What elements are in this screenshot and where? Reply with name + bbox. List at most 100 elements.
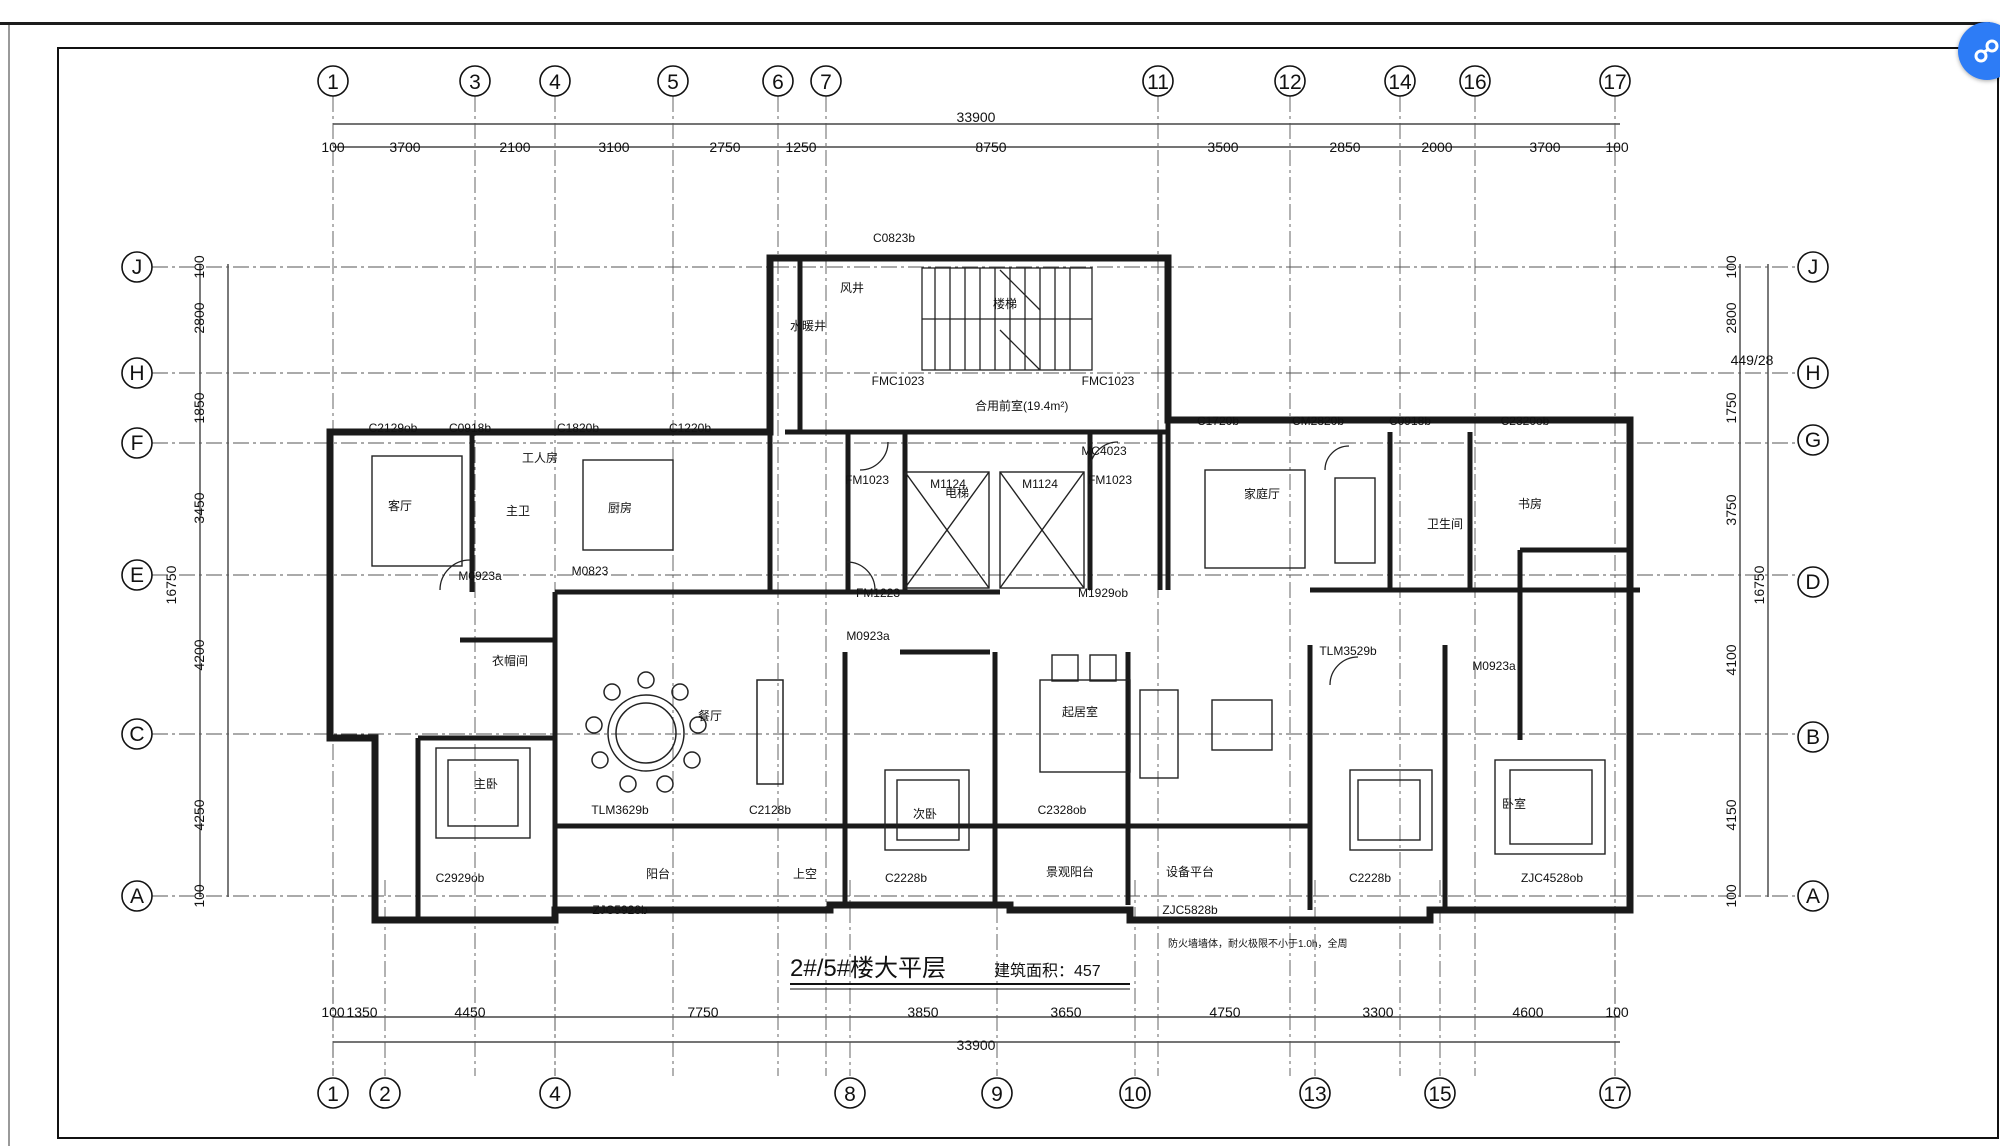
room-label: 设备平台: [1166, 864, 1214, 879]
axis-bubble-left: [121, 559, 153, 591]
dim-top-segment: 3700: [1529, 139, 1560, 155]
axis-bubble-left: [121, 427, 153, 459]
room-label: 卧室: [1502, 796, 1526, 811]
dim-bottom-segment: 3850: [907, 1004, 938, 1020]
axis-label-right: A: [1806, 885, 1820, 908]
axis-bubble-bottom: [981, 1077, 1013, 1109]
room-label: 衣帽间: [492, 653, 528, 668]
axis-label-top: 11: [1147, 71, 1169, 94]
dim-left-segment: 2800: [191, 302, 207, 333]
axis-bubble-bottom: [1424, 1077, 1456, 1109]
axis-bubble-bottom: [539, 1077, 571, 1109]
axis-label-bottom: 15: [1428, 1083, 1451, 1106]
stair-treads: [921, 267, 1093, 371]
opening-code-label: FMC1023: [872, 374, 925, 388]
dim-right-segment: 3750: [1723, 494, 1739, 525]
axis-label-top: 4: [549, 71, 561, 94]
room-label: 厨房: [608, 500, 632, 515]
axis-bubble-right: [1797, 566, 1829, 598]
dim-bottom-segment: 100: [321, 1004, 345, 1020]
dim-left-segment: 100: [191, 255, 207, 279]
axis-bubble-top: [1274, 65, 1306, 97]
opening-code-label: C2929ob: [436, 871, 485, 885]
dim-right-segment: 4150: [1723, 799, 1739, 830]
axis-label-right: B: [1806, 726, 1820, 749]
axis-bubble-left: [121, 357, 153, 389]
room-label: 主卧: [474, 777, 498, 791]
opening-code-label: ZJC5928b: [592, 903, 648, 917]
dim-right-segment: 100: [1723, 255, 1739, 279]
axis-bubble-bottom: [834, 1077, 866, 1109]
horizontal-grid-lines: [152, 266, 1798, 897]
opening-code-label: C2328ob: [1038, 803, 1087, 817]
opening-code-label: M1124: [1022, 477, 1058, 491]
room-label: 景观阳台: [1046, 864, 1094, 879]
opening-code-label: C1820b: [557, 421, 599, 435]
opening-code-label: M0823: [572, 564, 609, 578]
drawing-title: 2#/5#楼大平层: [790, 955, 946, 982]
axis-bubble-left: [121, 718, 153, 750]
opening-code-label: C2320ob: [1501, 414, 1550, 428]
dim-top-segment: 3500: [1207, 139, 1238, 155]
opening-code-label: C0918b: [449, 421, 491, 435]
room-label: 主卫: [506, 504, 530, 518]
viewer-top-border: [0, 22, 1990, 25]
opening-code-label: C2228b: [885, 871, 927, 885]
opening-code-label: M1124: [930, 477, 966, 491]
vertical-grid-lines: [332, 96, 1616, 1076]
axis-label-top: 6: [772, 71, 784, 94]
elevator-lobby-label: 合用前室(19.4m²): [975, 398, 1068, 413]
axis-bubble-top: [762, 65, 794, 97]
axis-bubble-top: [1142, 65, 1174, 97]
axis-bubble-right: [1797, 721, 1829, 753]
elevator-cars: [904, 471, 1085, 589]
dim-right-segment: 100: [1723, 884, 1739, 908]
axis-label-left: J: [132, 256, 143, 279]
floating-assist-button[interactable]: [1958, 22, 2000, 80]
opening-code-label: C2128b: [749, 803, 791, 817]
dim-top-segment: 2100: [499, 139, 530, 155]
dim-left-segment: 4200: [191, 639, 207, 670]
room-labels: 客厅主卫主卧次卧卧室餐厅厨房起居室阳台电梯楼梯家庭厅衣帽间景观阳台卫生间设备平台…: [388, 281, 1542, 881]
axis-label-right: D: [1805, 571, 1820, 594]
room-label: 餐厅: [698, 708, 722, 723]
opening-code-label: C0823b: [873, 231, 915, 245]
viewer-left-border: [8, 25, 10, 1146]
opening-code-label: ZJC4528ob: [1521, 871, 1583, 885]
room-label: 次卧: [913, 807, 937, 821]
axis-label-top: 12: [1278, 71, 1301, 94]
opening-code-label: C2129ob: [369, 421, 418, 435]
dim-top-segment: 3700: [389, 139, 420, 155]
dim-bottom-segment: 100: [1605, 1004, 1629, 1020]
dim-left-segment: 100: [191, 884, 207, 908]
room-label: 电梯: [945, 486, 969, 500]
axis-label-bottom: 4: [549, 1083, 561, 1106]
door-swings: [439, 441, 1359, 686]
axis-label-right: H: [1805, 362, 1820, 385]
opening-code-label: MC4023: [1081, 444, 1127, 458]
axis-label-left: H: [129, 362, 144, 385]
dim-right-segment: 449/28: [1731, 352, 1774, 368]
room-label: 楼梯: [993, 296, 1017, 311]
dim-bottom-segment: 4600: [1512, 1004, 1543, 1020]
axis-label-top: 7: [820, 71, 832, 94]
dim-bottom-segment: 4450: [454, 1004, 485, 1020]
opening-code-label: M0923a: [1472, 659, 1516, 673]
axis-bubble-top: [657, 65, 689, 97]
axis-bubble-bottom: [1299, 1077, 1331, 1109]
opening-code-label: C2228b: [1349, 871, 1391, 885]
axis-bubble-top: [810, 65, 842, 97]
axis-label-bottom: 17: [1603, 1083, 1626, 1106]
dim-bottom-segment: 4750: [1209, 1004, 1240, 1020]
axis-bubble-bottom: [317, 1077, 349, 1109]
dim-bottom-segment: 3650: [1050, 1004, 1081, 1020]
opening-code-label: FMC1023: [1082, 374, 1135, 388]
room-label: 风井: [840, 281, 864, 295]
room-label: 书房: [1518, 496, 1542, 511]
